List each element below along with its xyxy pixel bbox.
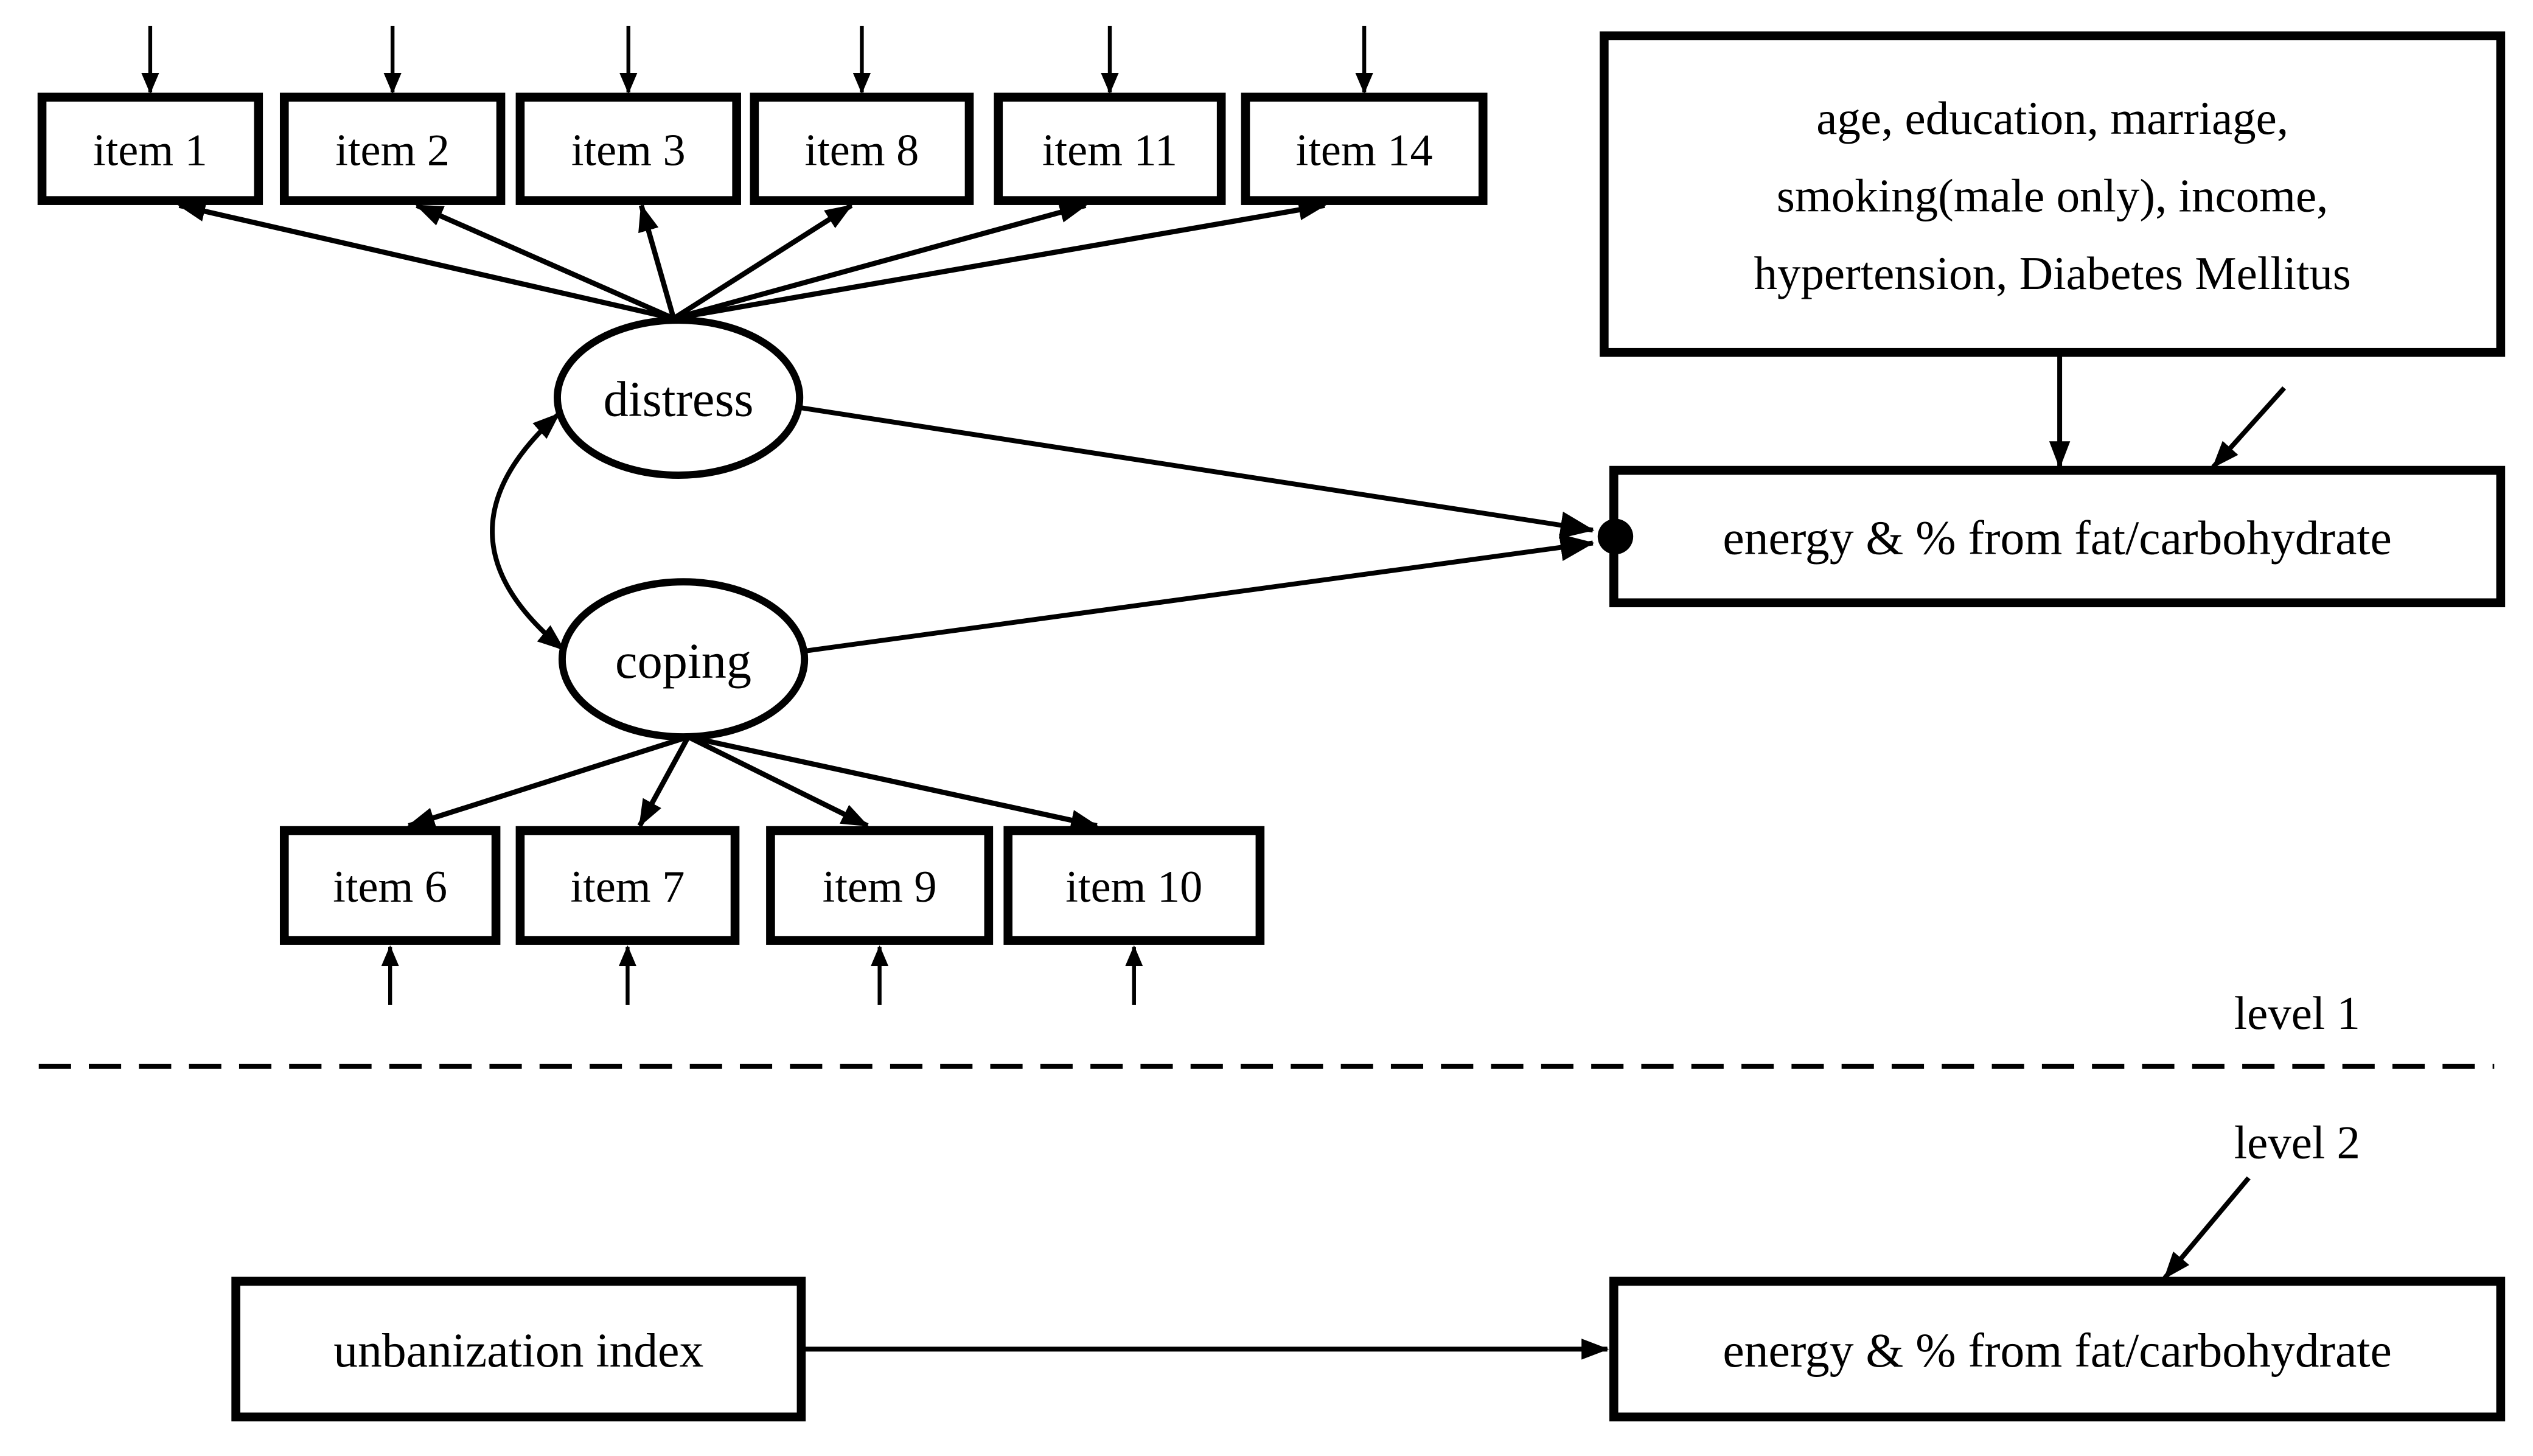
path-junction-dot (1597, 518, 1634, 555)
indicator-box-item-9 (766, 826, 994, 945)
indicator-item-6: item 6 (279, 826, 501, 945)
indicator-box-item-2 (279, 92, 506, 205)
indicator-item-2: item 2 (279, 92, 506, 205)
loading-arrow-distress-item-3 (638, 204, 677, 319)
indicator-item-14: item 14 (1241, 92, 1488, 205)
loading-arrow-distress-item-2 (415, 203, 675, 321)
indicator-box-item-8 (750, 92, 974, 205)
loading-arrow-coping-item-6 (407, 734, 689, 829)
residual-arrow-level1-outcome (2211, 386, 2287, 469)
covariates-line-1: age, education, marriage, (1816, 92, 2288, 144)
indicator-label-item-1: item 1 (93, 125, 207, 175)
predictor-label-level2: unbanization index (333, 1324, 703, 1378)
loading-arrow-coping-item-10 (688, 734, 1099, 831)
indicator-item-8: item 8 (750, 92, 974, 205)
indicator-label-item-6: item 6 (333, 862, 447, 912)
indicator-box-item-10 (1003, 826, 1265, 945)
residual-arrow-level2-outcome (2162, 1176, 2251, 1280)
outcome-label-level1: energy & % from fat/carbohydrate (1723, 512, 2392, 565)
indicator-label-item-8: item 8 (804, 125, 919, 175)
loading-arrow-distress-item-1 (178, 201, 675, 321)
indicator-label-item-14: item 14 (1296, 125, 1433, 175)
indicator-label-item-3: item 3 (571, 125, 686, 175)
loading-arrow-distress-item-8 (672, 203, 853, 321)
indicator-item-3: item 3 (515, 92, 741, 205)
indicator-box-item-6 (279, 826, 501, 945)
indicator-label-item-9: item 9 (823, 862, 937, 912)
loading-arrow-distress-item-14 (673, 199, 1326, 321)
outcome-box-level1 (1609, 465, 2506, 608)
covariates-box-group: age, education, marriage, smoking(male o… (1600, 31, 2506, 357)
indicator-item-7: item 7 (515, 826, 740, 945)
level2-label: level 2 (2234, 1116, 2360, 1169)
latent-coping-label: coping (615, 633, 751, 689)
covariance-arrow-distress-coping (490, 412, 566, 652)
outcome-level2-group: energy & % from fat/carbohydrate (1609, 1277, 2506, 1422)
covariates-box (1600, 31, 2506, 357)
indicator-box-item-1 (37, 92, 263, 205)
outcome-box-level2 (1609, 1277, 2506, 1422)
indicator-item-1: item 1 (37, 92, 263, 205)
indicator-box-item-14 (1241, 92, 1488, 205)
indicator-label-item-2: item 2 (335, 125, 450, 175)
outcome-level1-group: energy & % from fat/carbohydrate (1609, 465, 2506, 608)
outcome-label-level2: energy & % from fat/carbohydrate (1723, 1324, 2392, 1378)
loading-arrow-distress-item-11 (672, 202, 1087, 321)
indicator-item-10: item 10 (1003, 826, 1265, 945)
covariates-line-3: hypertension, Diabetes Mellitus (1754, 247, 2350, 299)
predictor-box-level2 (231, 1277, 806, 1422)
predictor-level2-group: unbanization index (231, 1277, 806, 1422)
latent-distress-label: distress (604, 372, 754, 427)
path-arrow-coping-to-outcome (802, 534, 1595, 654)
indicator-label-item-10: item 10 (1065, 862, 1202, 912)
indicator-item-11: item 11 (994, 92, 1226, 205)
indicator-label-item-11: item 11 (1042, 125, 1177, 175)
indicator-label-item-7: item 7 (571, 862, 685, 912)
covariates-line-2: smoking(male only), income, (1777, 170, 2329, 222)
indicator-box-item-7 (515, 826, 740, 945)
indicator-box-item-3 (515, 92, 741, 205)
indicator-box-item-11 (994, 92, 1226, 205)
latent-distress-ellipse (553, 316, 804, 479)
indicator-item-9: item 9 (766, 826, 994, 945)
path-arrow-distress-to-outcome (797, 405, 1595, 539)
loading-arrow-coping-item-9 (687, 734, 869, 828)
loading-arrow-coping-item-7 (637, 736, 691, 827)
level1-label: level 1 (2234, 987, 2360, 1039)
